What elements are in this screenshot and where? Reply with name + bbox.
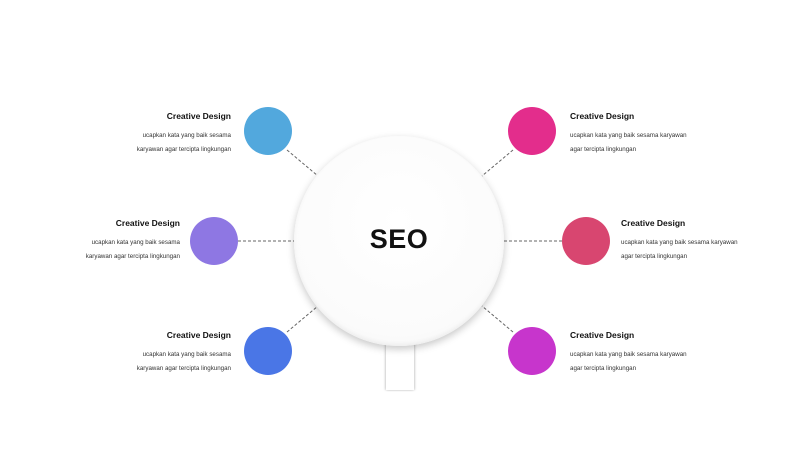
caption-title: Creative Design (621, 218, 686, 228)
caption-title: Creative Design (115, 218, 180, 228)
caption-title: Creative Design (166, 330, 231, 340)
node-circle-left-bottom (244, 327, 292, 375)
caption-right-top: Creative Design ucapkan kata yang baik s… (570, 111, 750, 157)
caption-line-1: ucapkan kata yang baik sesama (142, 351, 231, 358)
caption-line-1: ucapkan kata yang baik sesama karyawan (621, 239, 738, 246)
caption-left-top: Creative Design ucapkan kata yang baik s… (51, 111, 231, 157)
connector-right-top (481, 149, 514, 177)
connector-right-bottom (481, 305, 514, 333)
node-circle-right-bottom (508, 327, 556, 375)
node-circle-left-middle (190, 217, 238, 265)
caption-line-1: ucapkan kata yang baik sesama karyawan (570, 132, 687, 139)
caption-right-middle: Creative Design ucapkan kata yang baik s… (621, 218, 800, 264)
caption-left-bottom: Creative Design ucapkan kata yang baik s… (51, 330, 231, 376)
caption-line-2: karyawan agar tercipta lingkungan (85, 253, 180, 260)
connector-left-top (286, 149, 319, 177)
caption-line-2: agar tercipta lingkungan (570, 146, 637, 153)
caption-title: Creative Design (570, 330, 635, 340)
node-circle-right-top (508, 107, 556, 155)
node-circle-left-top (244, 107, 292, 155)
caption-line-2: agar tercipta lingkungan (570, 365, 637, 372)
caption-line-2: agar tercipta lingkungan (621, 253, 688, 260)
caption-line-2: karyawan agar tercipta lingkungan (136, 146, 231, 153)
caption-title: Creative Design (570, 111, 635, 121)
caption-line-1: ucapkan kata yang baik sesama karyawan (570, 351, 687, 358)
caption-left-middle: Creative Design ucapkan kata yang baik s… (0, 218, 180, 264)
center-hub: SEO (294, 136, 504, 346)
hub-stem (386, 340, 414, 390)
caption-line-2: karyawan agar tercipta lingkungan (136, 365, 231, 372)
caption-right-bottom: Creative Design ucapkan kata yang baik s… (570, 330, 750, 376)
caption-line-1: ucapkan kata yang baik sesama (91, 239, 180, 246)
node-circle-right-middle (562, 217, 610, 265)
center-label: SEO (369, 224, 429, 254)
connector-left-bottom (286, 305, 319, 333)
caption-line-1: ucapkan kata yang baik sesama (142, 132, 231, 139)
caption-title: Creative Design (166, 111, 231, 121)
